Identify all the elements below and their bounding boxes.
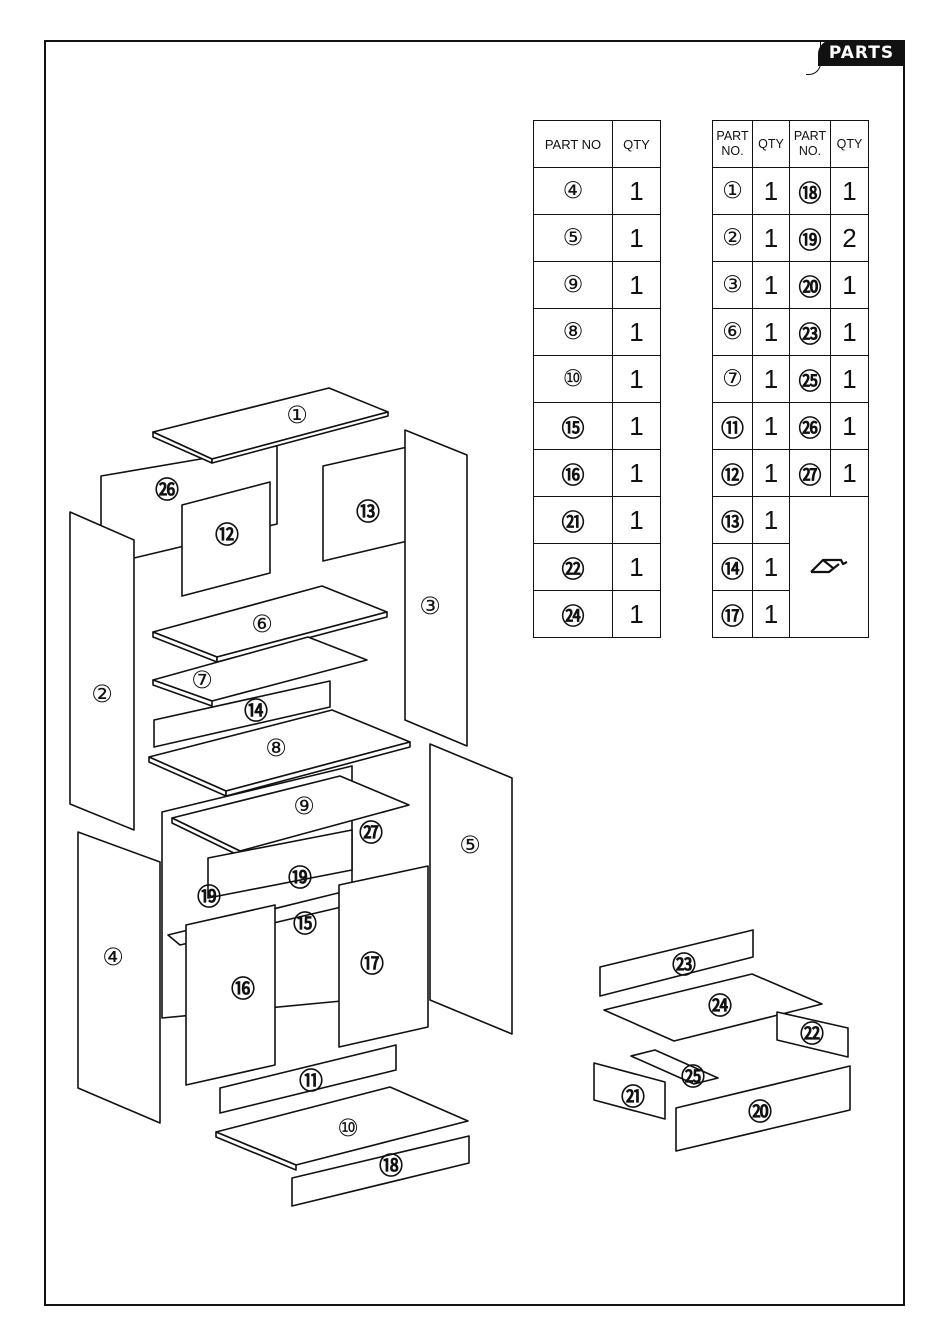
label-p13: ⑬ xyxy=(356,498,380,526)
label-p4: ④ xyxy=(102,943,124,971)
label-p2: ② xyxy=(91,680,113,708)
panel-3 xyxy=(405,430,467,746)
label-p26: ㉖ xyxy=(155,476,179,504)
label-p15: ⑮ xyxy=(293,910,317,938)
label-p9: ⑨ xyxy=(293,792,315,820)
label-p16: ⑯ xyxy=(231,975,255,1003)
panel-2 xyxy=(70,512,134,830)
label-p10: ⑩ xyxy=(337,1114,359,1142)
label-p19b: ⑲ xyxy=(288,864,312,892)
label-p14: ⑭ xyxy=(244,697,268,725)
label-p12: ⑫ xyxy=(215,521,239,549)
label-p17: ⑰ xyxy=(360,950,384,978)
label-p23: ㉓ xyxy=(672,951,696,979)
label-p20: ⑳ xyxy=(748,1098,772,1126)
label-p11: ⑪ xyxy=(299,1067,323,1095)
label-p6: ⑥ xyxy=(251,610,273,638)
label-p24: ㉔ xyxy=(708,992,732,1020)
label-p21: ㉑ xyxy=(621,1083,645,1111)
label-p7: ⑦ xyxy=(191,666,213,694)
label-p22: ㉒ xyxy=(800,1020,824,1048)
label-p5: ⑤ xyxy=(459,831,481,859)
label-p1: ① xyxy=(286,401,308,429)
label-p25: ㉕ xyxy=(681,1063,705,1091)
panel-5 xyxy=(430,744,512,1034)
label-p3: ③ xyxy=(419,592,441,620)
label-p18: ⑱ xyxy=(379,1152,403,1180)
label-p8: ⑧ xyxy=(265,734,287,762)
panel-4 xyxy=(78,832,160,1123)
label-p19a: ⑲ xyxy=(197,883,221,911)
label-p27: ㉗ xyxy=(359,819,383,847)
